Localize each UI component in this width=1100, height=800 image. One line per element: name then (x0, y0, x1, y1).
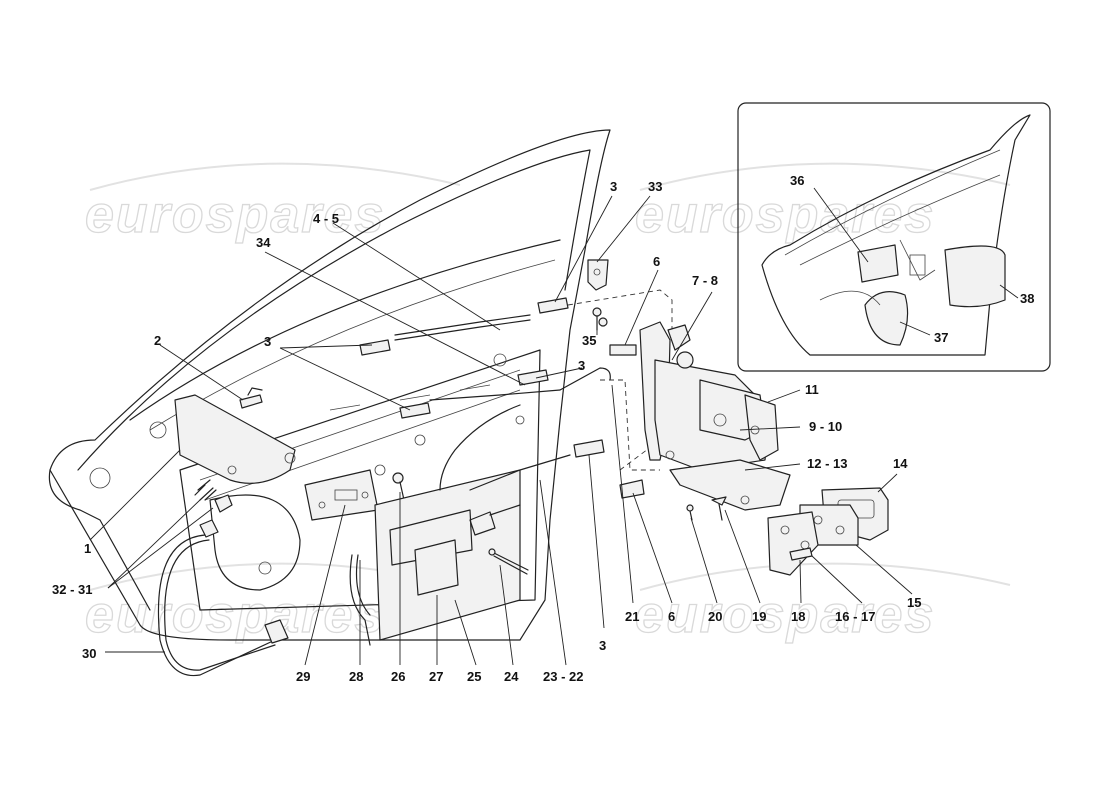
label-part-6-top: 6 (653, 254, 660, 269)
label-part-2: 2 (154, 333, 161, 348)
part-bracket-33 (587, 259, 609, 331)
part-clips (359, 297, 645, 499)
part-rods (394, 314, 611, 491)
part-labels: 1 2 3 3 3 3 4 - 5 6 6 7 - 8 9 - 10 11 12… (52, 173, 1034, 684)
label-part-38: 38 (1020, 291, 1034, 306)
label-part-18: 18 (791, 609, 805, 624)
label-part-29: 29 (296, 669, 310, 684)
label-part-34: 34 (256, 235, 271, 250)
label-part-14: 14 (893, 456, 908, 471)
part-bolt-24 (488, 548, 529, 575)
watermark-group: eurospares eurospares eurospares eurospa… (84, 162, 1011, 645)
label-part-4-5: 4 - 5 (313, 211, 339, 226)
label-part-3-bottom: 3 (599, 638, 606, 653)
label-part-1: 1 (84, 541, 91, 556)
label-part-3-mid: 3 (578, 358, 585, 373)
label-part-35: 35 (582, 333, 596, 348)
part-lock-actuator (349, 469, 521, 646)
label-part-21: 21 (625, 609, 639, 624)
label-part-11: 11 (805, 382, 819, 397)
part-handle-bracket (304, 469, 379, 521)
part-spring (194, 479, 233, 513)
part-screws-19-20 (686, 496, 727, 521)
label-part-26: 26 (391, 669, 405, 684)
watermark-text-1: eurospares (85, 186, 385, 244)
label-part-12-13: 12 - 13 (807, 456, 847, 471)
label-part-27: 27 (429, 669, 443, 684)
label-part-25: 25 (467, 669, 481, 684)
label-part-30: 30 (82, 646, 96, 661)
label-part-7-8: 7 - 8 (692, 273, 718, 288)
label-part-20: 20 (708, 609, 722, 624)
label-part-3-left: 3 (264, 334, 271, 349)
part-striker (767, 487, 889, 576)
label-part-16-17: 16 - 17 (835, 609, 875, 624)
label-part-19: 19 (752, 609, 766, 624)
label-part-3-top: 3 (610, 179, 617, 194)
part-armrest-bracket (174, 387, 296, 484)
guide-lines (567, 289, 673, 471)
watermark-text-4: eurospares (635, 586, 935, 644)
watermark-text-3: eurospares (85, 586, 385, 644)
label-part-32-31: 32 - 31 (52, 582, 92, 597)
label-part-6-bottom: 6 (668, 609, 675, 624)
label-part-36: 36 (790, 173, 804, 188)
label-part-15: 15 (907, 595, 921, 610)
part-door-latch (639, 321, 779, 471)
part-screw-26 (392, 472, 405, 501)
label-part-24: 24 (504, 669, 519, 684)
inset-panel (737, 102, 1051, 372)
inset-border (737, 102, 1051, 372)
part-latch-plate (669, 459, 791, 511)
part-cable (157, 519, 289, 677)
label-part-9-10: 9 - 10 (809, 419, 842, 434)
watermark-text-2: eurospares (635, 186, 935, 244)
label-part-33: 33 (648, 179, 662, 194)
label-part-37: 37 (934, 330, 948, 345)
label-part-28: 28 (349, 669, 363, 684)
label-part-23-22: 23 - 22 (543, 669, 583, 684)
leader-lines (89, 195, 913, 666)
